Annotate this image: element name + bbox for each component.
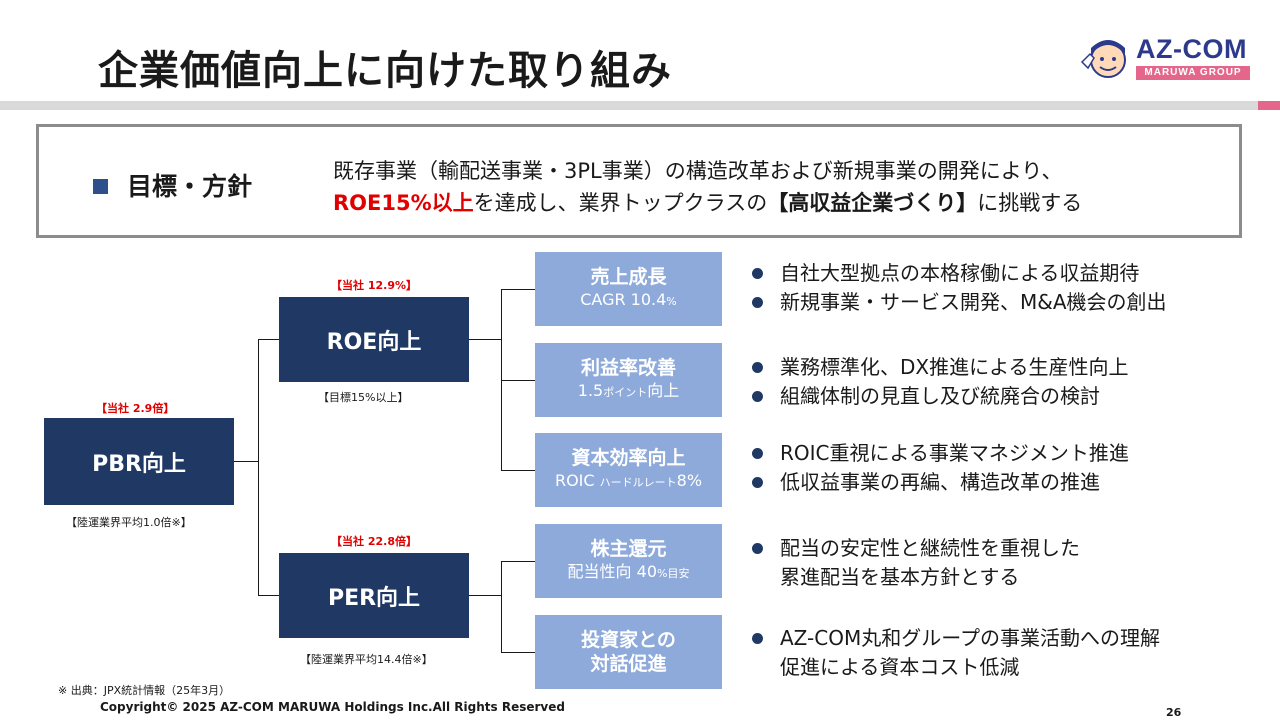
list-item: 累進配当を基本方針とする — [780, 565, 1020, 589]
pbr-node: PBR向上 — [44, 418, 234, 505]
connector-line — [258, 595, 279, 596]
connector-line — [469, 339, 501, 340]
connector-line — [258, 339, 279, 340]
bullet-group-investor: AZ-COM丸和グループの事業活動への理解 促進による資本コスト低減 — [752, 624, 1160, 682]
copyright: Copyright© 2025 AZ-COM MARUWA Holdings I… — [100, 700, 565, 714]
per-industry-average: 【陸運業界平均14.4倍※】 — [300, 653, 433, 666]
source-note: ※ 出典：JPX統計情報（25年3月） — [58, 684, 231, 697]
leaf-shareholder-return: 株主還元 配当性向 40%目安 — [535, 524, 722, 598]
policy-text-line1: 既存事業（輸配送事業・3PL事業）の構造改革および新規事業の開発により、 — [333, 159, 1063, 183]
pbr-industry-average: 【陸運業界平均1.0倍※】 — [66, 516, 192, 529]
page-title: 企業価値向上に向けた取り組み — [98, 48, 672, 94]
connector-line — [469, 595, 501, 596]
policy-label: 目標・方針 — [127, 172, 253, 201]
connector-line — [234, 461, 258, 462]
roe-company-value: 【当社 12.9%】 — [331, 279, 417, 292]
square-bullet-icon — [93, 179, 108, 194]
page-number: 26 — [1166, 706, 1182, 719]
leaf-investor-dialogue: 投資家との 対話促進 — [535, 615, 722, 689]
list-item: 新規事業・サービス開発、M&A機会の創出 — [752, 288, 1167, 317]
list-item: ROIC重視による事業マネジメント推進 — [752, 439, 1129, 468]
list-item: 組織体制の見直し及び統廃合の検討 — [752, 382, 1129, 411]
roe-node: ROE向上 — [279, 297, 469, 382]
bullet-group-sales: 自社大型拠点の本格稼働による収益期待 新規事業・サービス開発、M&A機会の創出 — [752, 259, 1167, 317]
connector-line — [258, 339, 259, 596]
connector-line — [501, 380, 535, 381]
list-item: 自社大型拠点の本格稼働による収益期待 — [752, 259, 1167, 288]
connector-line — [501, 652, 535, 653]
leaf-capital-efficiency: 資本効率向上 ROIC ハードルレート8% — [535, 433, 722, 507]
pbr-company-value: 【当社 2.9倍】 — [96, 402, 175, 415]
leaf-margin-improvement: 利益率改善 1.5ポイント向上 — [535, 343, 722, 417]
connector-line — [501, 289, 535, 290]
per-node: PER向上 — [279, 553, 469, 638]
list-item: 促進による資本コスト低減 — [780, 655, 1020, 679]
list-item: AZ-COM丸和グループの事業活動への理解 — [752, 624, 1160, 653]
policy-box: 目標・方針 既存事業（輸配送事業・3PL事業）の構造改革および新規事業の開発によ… — [36, 124, 1242, 238]
bullet-group-capital: ROIC重視による事業マネジメント推進 低収益事業の再編、構造改革の推進 — [752, 439, 1129, 497]
connector-line — [501, 470, 535, 471]
bullet-group-shareholder: 配当の安定性と継続性を重視した 累進配当を基本方針とする — [752, 534, 1080, 592]
leaf-sales-growth: 売上成長 CAGR 10.4% — [535, 252, 722, 326]
per-company-value: 【当社 22.8倍】 — [331, 535, 417, 548]
header-divider — [0, 101, 1280, 110]
logo-text: AZ-COM — [1136, 34, 1247, 64]
list-item: 配当の安定性と継続性を重視した — [752, 534, 1080, 563]
high-profit-highlight: 【高収益企業づくり】 — [767, 191, 978, 215]
roe-target: 【目標15%以上】 — [318, 391, 409, 404]
list-item: 低収益事業の再編、構造改革の推進 — [752, 468, 1129, 497]
mascot-icon — [1080, 40, 1126, 78]
header-divider-accent — [1258, 101, 1280, 110]
connector-line — [501, 561, 535, 562]
list-item: 業務標準化、DX推進による生産性向上 — [752, 353, 1129, 382]
policy-text-line2: ROE15%以上を達成し、業界トップクラスの【高収益企業づくり】に挑戦する — [333, 191, 1083, 215]
connector-line — [501, 561, 502, 653]
company-logo: AZ-COM MARUWA GROUP — [1080, 32, 1250, 84]
roe-target-highlight: ROE15%以上 — [333, 191, 474, 215]
logo-subtext: MARUWA GROUP — [1136, 66, 1250, 80]
bullet-group-margin: 業務標準化、DX推進による生産性向上 組織体制の見直し及び統廃合の検討 — [752, 353, 1129, 411]
